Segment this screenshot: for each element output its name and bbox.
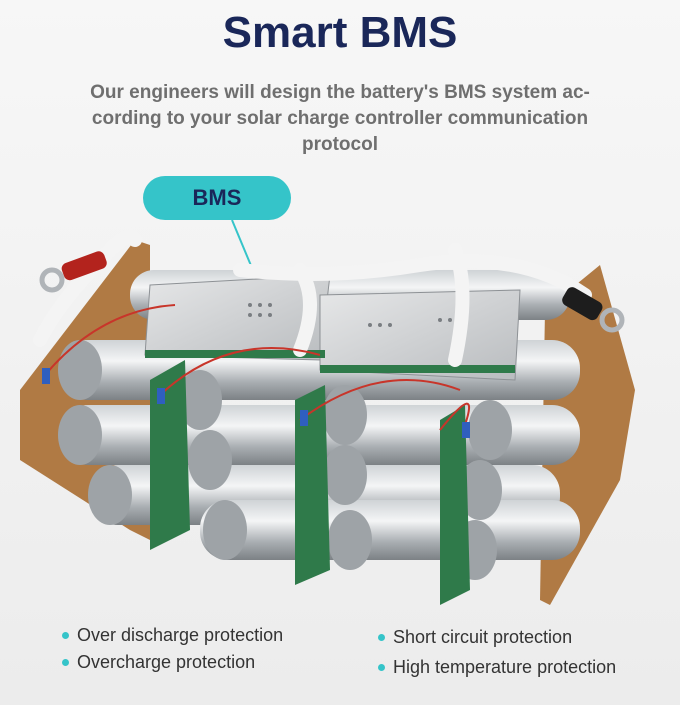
- cell-ends: [58, 340, 512, 580]
- bms-board: [319, 289, 521, 381]
- description-line: Our engineers will design the battery's …: [90, 82, 590, 103]
- bullet-icon: [378, 634, 385, 641]
- feature-short-circuit: Short circuit protection: [378, 627, 572, 648]
- bullet-icon: [62, 632, 69, 639]
- feature-high-temperature: High temperature protection: [378, 657, 616, 678]
- feature-list: Over discharge protection Overcharge pro…: [0, 625, 680, 695]
- bullet-icon: [378, 664, 385, 671]
- ring-terminal-right: [562, 287, 625, 333]
- feature-overcharge: Overcharge protection: [62, 652, 255, 673]
- ring-terminal-left: [39, 251, 107, 293]
- description-line: protocol: [302, 134, 378, 155]
- feature-label: Short circuit protection: [393, 627, 573, 647]
- description-line: cording to your solar charge controller …: [91, 108, 589, 129]
- pcb-separators: [150, 360, 470, 605]
- red-wires: [44, 304, 471, 431]
- white-cables: [33, 229, 592, 367]
- feature-label: Overcharge protection: [77, 652, 256, 672]
- blue-connectors: [42, 368, 470, 438]
- description: Our engineers will design the battery's …: [50, 80, 630, 158]
- bullet-icon: [62, 659, 69, 666]
- bms-callout-label: BMS: [143, 176, 291, 220]
- feature-label: Over discharge protection: [77, 625, 284, 645]
- page-title: Smart BMS: [222, 8, 458, 57]
- battery-pack-image: [20, 219, 635, 605]
- feature-label: High temperature protection: [393, 657, 617, 677]
- feature-over-discharge: Over discharge protection: [62, 625, 283, 646]
